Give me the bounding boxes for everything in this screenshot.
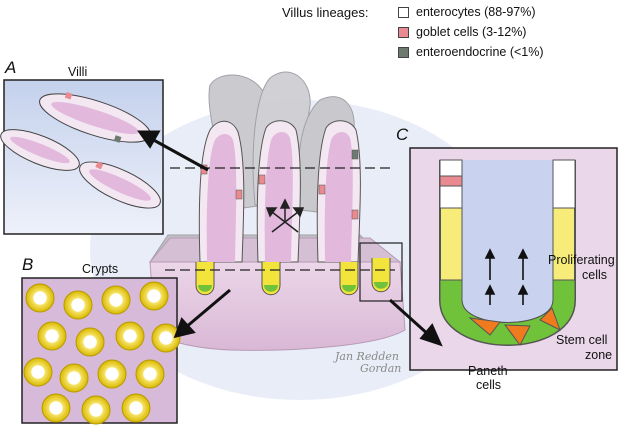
crypt-cross-section xyxy=(25,283,55,313)
pointer-arrows xyxy=(137,130,443,347)
crypt-cross-section xyxy=(81,395,111,425)
panel-b-inset xyxy=(21,277,181,425)
panel-a-title: Villi xyxy=(68,65,88,79)
artist-signature-line2: Gordan xyxy=(360,362,402,375)
legend-label: enterocytes (88-97%) xyxy=(416,5,536,19)
panel-a-inset xyxy=(0,79,164,235)
crypt-cross-section xyxy=(75,327,105,357)
stem-label-line2: zone xyxy=(585,348,613,362)
crypt-cross-section xyxy=(59,363,89,393)
panel-a-letter: A xyxy=(5,58,17,77)
crypt-cross-section xyxy=(63,290,93,320)
migration-arrows-crypt xyxy=(484,248,529,305)
proliferating-label-line2: cells xyxy=(582,268,608,282)
migration-arrows-center xyxy=(265,198,305,233)
crypt-cross-section xyxy=(97,359,127,389)
crypt-lumen xyxy=(461,160,554,323)
crypt-cross-section xyxy=(37,321,67,351)
panel-c-letter: C xyxy=(396,125,409,144)
legend-item-enterocytes: enterocytes (88-97%) xyxy=(398,5,536,19)
legend-item-enteroendocrine: enteroendocrine (<1%) xyxy=(398,45,544,59)
crypt-cross-section xyxy=(121,393,151,423)
crypt-highlight-box xyxy=(359,242,403,302)
crypt-cross-section xyxy=(41,393,71,423)
panel-b-title: Crypts xyxy=(82,262,119,276)
crypt-cross-section xyxy=(115,321,145,351)
panel-b-letter: B xyxy=(22,255,34,274)
crypt-cross-section xyxy=(139,281,169,311)
stem-label-line1: Stem cell xyxy=(556,333,608,347)
goblet-swatch xyxy=(398,26,409,38)
crypt-cross-section xyxy=(151,323,181,353)
panel-c-inset xyxy=(409,147,618,371)
enteroendocrine-swatch xyxy=(398,46,409,58)
legend-item-goblet: goblet cells (3-12%) xyxy=(398,25,526,39)
legend-title: Villus lineages: xyxy=(282,5,369,20)
crypt-cross-section xyxy=(101,285,131,315)
crypt-cross-section xyxy=(23,357,53,387)
paneth-label-line2: cells xyxy=(476,378,502,392)
front-villi xyxy=(198,120,361,263)
legend-label: goblet cells (3-12%) xyxy=(416,25,527,39)
proliferating-label-line1: Proliferating xyxy=(548,253,615,267)
paneth-label-line1: Paneth xyxy=(468,364,508,378)
artist-signature-line1: Jan Redden xyxy=(335,350,400,363)
crypt-cross-section xyxy=(135,359,165,389)
legend-label: enteroendocrine (<1%) xyxy=(416,45,544,59)
enterocyte-swatch xyxy=(398,6,409,18)
